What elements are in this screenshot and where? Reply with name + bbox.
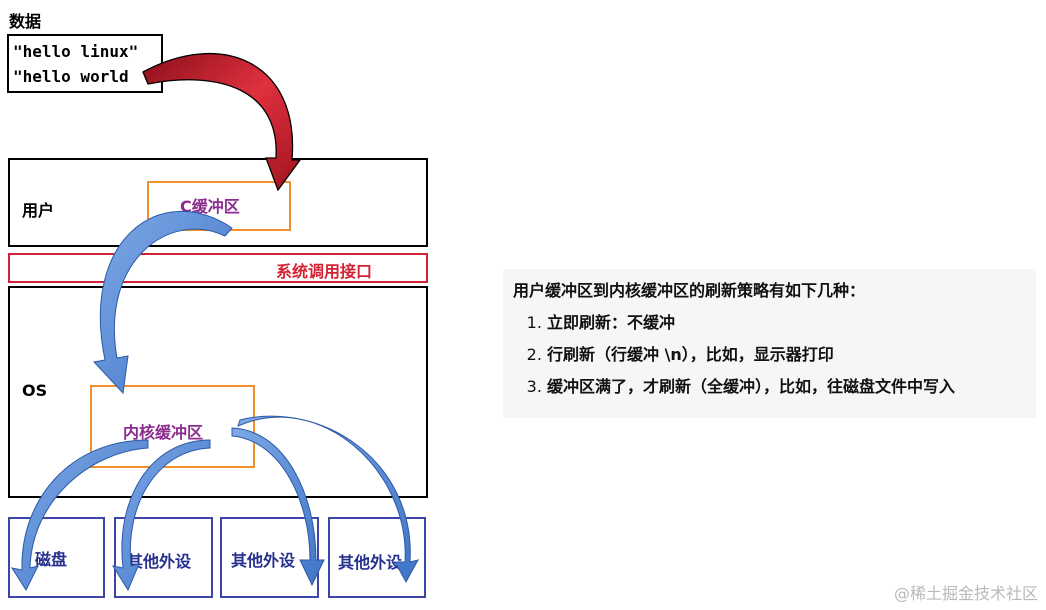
device-other-3-label: 其他外设 [338, 553, 403, 572]
syscall-label: 系统调用接口 [276, 262, 373, 281]
kernel-buffer-box [90, 385, 255, 468]
device-other-2-label: 其他外设 [231, 551, 296, 570]
user-label: 用户 [22, 201, 55, 220]
data-label: 数据 [9, 12, 42, 31]
notes-item-2: 行刷新（行缓冲 \n），比如，显示器打印 [547, 345, 1026, 365]
notes-list: 立即刷新：不缓冲 行刷新（行缓冲 \n），比如，显示器打印 缓冲区满了，才刷新（… [513, 313, 1026, 397]
blue-arrow-to-disk [10, 439, 149, 592]
kernel-buffer-label: 内核缓冲区 [123, 423, 204, 442]
blue-arrow-to-device-3 [237, 415, 419, 584]
blue-arrow-c-to-kernel [93, 210, 233, 395]
watermark: @稀土掘金技术社区 [893, 584, 1038, 603]
os-box [8, 286, 428, 498]
data-line-1: "hello linux" [13, 42, 139, 61]
red-arrow [142, 52, 302, 192]
refresh-strategy-notes: 用户缓冲区到内核缓冲区的刷新策略有如下几种： 立即刷新：不缓冲 行刷新（行缓冲 … [503, 269, 1036, 418]
notes-item-3: 缓冲区满了，才刷新（全缓冲），比如，往磁盘文件中写入 [547, 377, 1026, 397]
user-space-box [8, 158, 428, 247]
device-disk-label: 磁盘 [35, 550, 68, 569]
notes-title: 用户缓冲区到内核缓冲区的刷新策略有如下几种： [513, 281, 866, 300]
device-other-1-label: 其他外设 [127, 552, 192, 571]
c-buffer-label: C缓冲区 [180, 197, 240, 216]
data-line-2: "hello world [13, 67, 129, 86]
blue-arrow-to-device-1 [111, 439, 211, 592]
device-disk-box [8, 517, 105, 598]
device-other-3-box [328, 517, 426, 598]
blue-arrow-to-device-2 [231, 427, 325, 587]
notes-item-1: 立即刷新：不缓冲 [547, 313, 1026, 333]
os-label: OS [22, 381, 48, 400]
device-other-1-box [114, 517, 213, 598]
syscall-bar [8, 253, 428, 283]
device-other-2-box [220, 517, 319, 598]
